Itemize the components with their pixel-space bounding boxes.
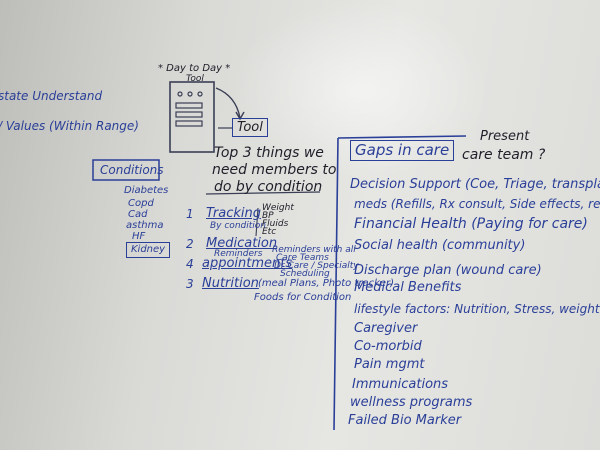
gap-item-6: lifestyle factors: Nutrition, Stress, we… — [354, 302, 600, 316]
tracking-sub: By condition — [210, 221, 266, 231]
gap-item-5: Medical Benefits — [354, 280, 462, 295]
gap-item-0: Decision Support (Coe, Triage, transplan… — [350, 177, 600, 192]
nutrition-number: 3 — [186, 277, 194, 291]
appointments-note-2: Dr Care / Specialty — [274, 261, 359, 271]
condition-item-kidney: Kidney — [126, 242, 171, 258]
present-line-2: care team ? — [462, 147, 546, 163]
day-to-day-subtitle: Tool — [186, 74, 204, 84]
gaps-top-line — [337, 135, 467, 139]
arrow-to-tool — [215, 87, 241, 119]
sketch-row-2 — [175, 111, 203, 118]
left-edge-line-1: state Understand — [0, 89, 103, 103]
appointments-label: appointments — [202, 256, 293, 271]
left-edge-line-2: / Values (Within Range) — [0, 119, 139, 133]
top-things-heading-1: Top 3 things we — [214, 145, 324, 161]
tracking-note-3: Etc — [262, 227, 277, 237]
gap-item-1: meds (Refills, Rx consult, Side effects,… — [354, 197, 600, 211]
condition-item-3: asthma — [126, 220, 164, 231]
tracking-note-2: Fluids — [262, 219, 289, 229]
nutrition-label: Nutrition — [202, 276, 259, 291]
gaps-header: Gaps in care — [350, 140, 455, 161]
gap-item-7: Caregiver — [354, 321, 418, 336]
appointments-number: 4 — [186, 257, 194, 271]
sketch-dot-2 — [187, 91, 193, 97]
sketch-dot-1 — [177, 91, 183, 97]
tracking-note-1: BP — [262, 211, 274, 221]
appointments-note-0: Reminders with all — [272, 245, 356, 255]
sketch-row-1 — [175, 102, 203, 109]
gaps-left-line — [333, 137, 339, 431]
condition-item-1: Copd — [128, 198, 154, 209]
conditions-box — [92, 159, 160, 181]
tracking-label: Tracking — [206, 206, 262, 221]
gap-item-10: Immunications — [352, 377, 449, 392]
tracking-note-0: Weight — [262, 203, 294, 213]
heading-underline — [205, 191, 321, 195]
medication-label: Medication — [206, 236, 278, 251]
nutrition-sub: Foods for Condition — [254, 292, 352, 303]
gap-item-12: Failed Bio Marker — [348, 413, 462, 428]
gap-item-9: Pain mgmt — [354, 357, 425, 372]
tracking-bracket — [255, 207, 259, 237]
gap-item-3: Social health (community) — [354, 238, 526, 253]
appointments-note-3: Scheduling — [280, 269, 330, 279]
top-things-heading-3: do by condition — [214, 179, 323, 195]
conditions-header: Conditions — [100, 163, 164, 177]
gap-item-11: wellness programs — [350, 395, 473, 410]
condition-item-0: Diabetes — [124, 185, 169, 196]
medication-sub: Reminders — [214, 249, 263, 259]
sketch-dot-3 — [197, 91, 203, 97]
day-to-day-title: * Day to Day * — [158, 63, 231, 74]
light-glare — [230, 0, 490, 180]
condition-item-4: HF — [132, 231, 146, 242]
nutrition-detail: (meal Plans, Photo tracker) — [258, 278, 395, 289]
tracking-number: 1 — [186, 207, 194, 221]
gap-item-8: Co-morbid — [354, 339, 422, 354]
gap-item-4: Discharge plan (wound care) — [354, 263, 542, 278]
tool-box-label: Tool — [232, 118, 268, 137]
condition-item-2: Cad — [128, 209, 148, 220]
top-things-heading-2: need members to — [212, 162, 337, 178]
medication-number: 2 — [186, 237, 194, 251]
appointments-note-1: Care Teams — [276, 253, 329, 263]
tool-sketch-phone — [169, 81, 215, 153]
present-line-1: Present — [480, 129, 530, 144]
arrow-head — [235, 111, 245, 121]
gap-item-2: Financial Health (Paying for care) — [354, 216, 588, 232]
sketch-row-3 — [175, 120, 203, 127]
